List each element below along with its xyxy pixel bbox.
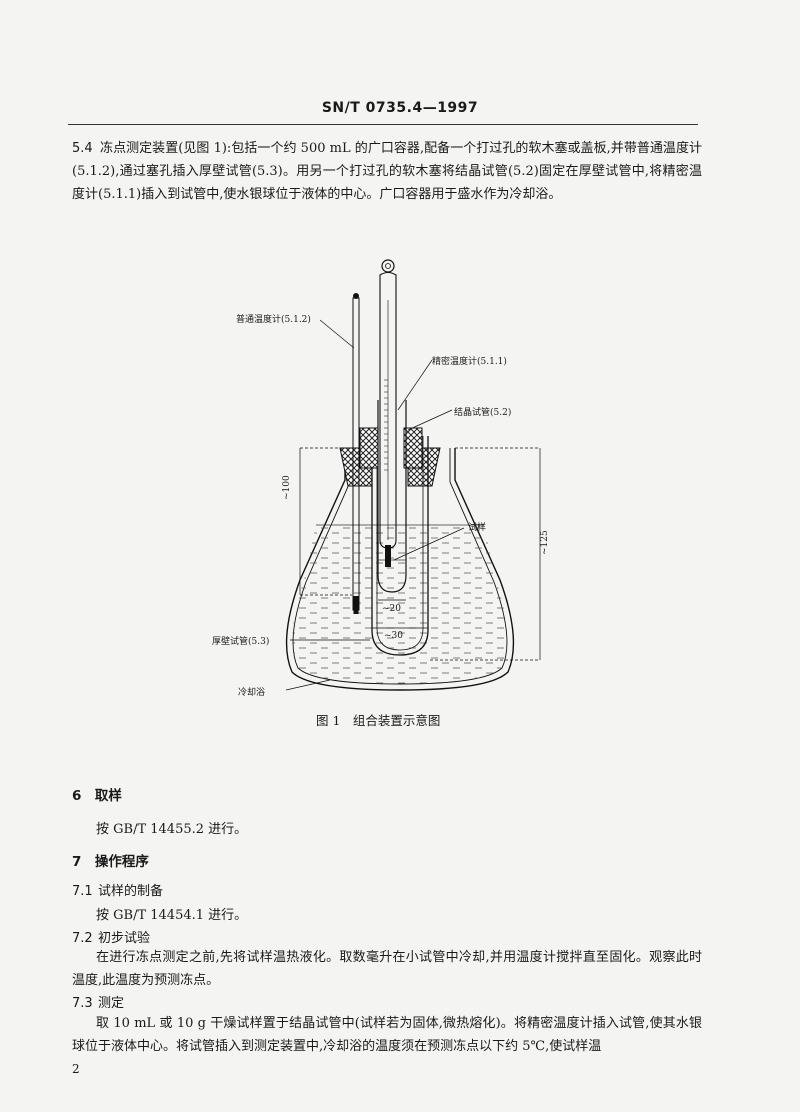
label-precision-thermometer: 精密温度计(5.1.1) [432, 357, 507, 367]
page-number: 2 [72, 1062, 80, 1076]
label-crystal-tube: 结晶试管(5.2) [454, 408, 512, 418]
section-text: 冻点测定装置(见图 1):包括一个约 500 mL 的广口容器,配备一个打过孔的… [72, 141, 702, 202]
section-number: 5.4 [72, 141, 93, 156]
crystal-tube [377, 400, 407, 593]
leader-precision [397, 359, 433, 411]
page-header: SN/T 0735.4—1997 [321, 100, 479, 116]
flask-body [285, 448, 515, 691]
section-6-body: 按 GB/T 14455.2 进行。 [96, 822, 248, 837]
thermometer-loop [381, 259, 395, 273]
leader-sample [393, 527, 465, 561]
tube-cork-right [403, 427, 423, 469]
section-7-3-body: 取 10 mL 或 10 g 干燥试样置于结晶试管中(试样若为固体,微热熔化)。… [72, 1016, 702, 1054]
label-sample: 试样 [468, 523, 487, 533]
dim-label-100: ~100 [282, 475, 292, 500]
label-thick-tube: 厚壁试管(5.3) [212, 637, 270, 647]
label-ordinary-thermometer: 普通温度计(5.1.2) [236, 315, 311, 325]
heading-6: 6 取样 [72, 788, 122, 804]
leader-bath [285, 679, 331, 691]
heading-7: 7 操作程序 [72, 854, 149, 870]
dim-label-20: ~20 [382, 604, 401, 614]
thick-tube [371, 436, 429, 656]
dim-label-30: ~30 [384, 631, 403, 641]
ordinary-thermometer [352, 297, 360, 611]
dim-label-125: ~125 [540, 530, 550, 555]
tube-cork-left [359, 427, 379, 469]
cooling-bath-liquid [292, 525, 508, 684]
leader-crystal [407, 409, 453, 431]
precision-thermometer [379, 271, 397, 549]
section-7-1-body: 按 GB/T 14454.1 进行。 [96, 908, 248, 923]
figure-caption: 图 1 组合装置示意图 [316, 713, 441, 728]
section-7-2-body: 在进行冻点测定之前,先将试样温热液化。取数毫升在小试管中冷却,并用温度计搅拌直至… [72, 950, 702, 988]
header-rule [68, 124, 698, 125]
leader-ordinary [319, 319, 355, 349]
label-cooling-bath: 冷却浴 [238, 688, 266, 698]
